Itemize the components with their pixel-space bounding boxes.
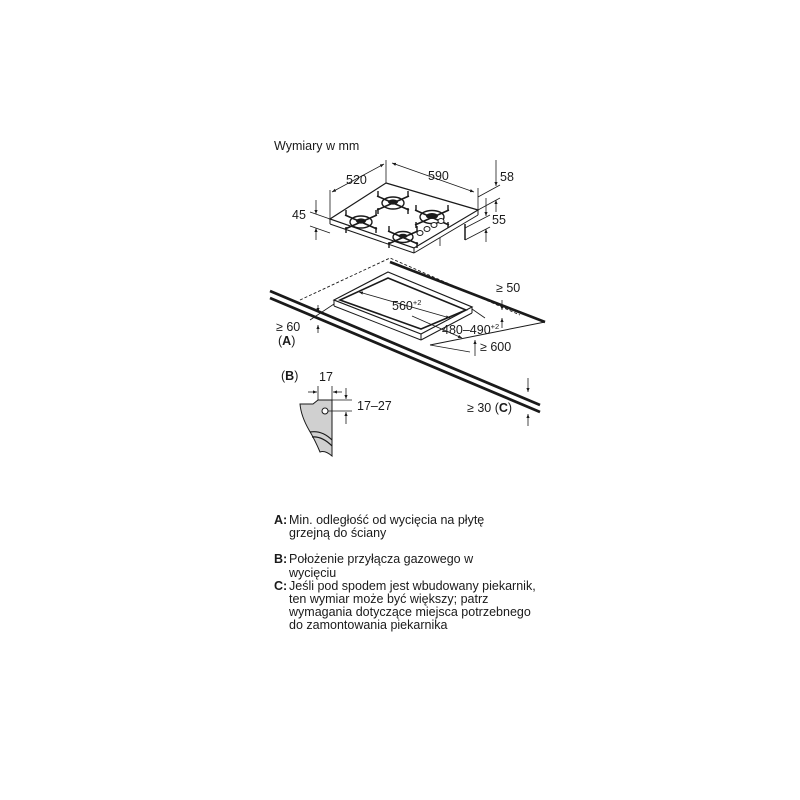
- worktop-dimension-lines: [309, 291, 530, 426]
- legend-text: Min. odległość od wycięcia na płytę grze…: [289, 513, 485, 541]
- burner-left: [344, 210, 378, 233]
- worktop-front-edge: [269, 289, 541, 407]
- dim-cutout-depth-label: 480–490+2: [442, 322, 499, 337]
- gas-connection-point: [321, 407, 329, 415]
- legend-text: Jeśli pod spodem jest wbudowany piekarni…: [289, 578, 536, 633]
- label-b: (B): [281, 369, 298, 383]
- burner-front: [387, 226, 419, 248]
- dim-min-front-label: ≥ 60: [276, 320, 300, 334]
- diagram-title: Wymiary w mm: [274, 139, 359, 153]
- dim-min-depth-label: ≥ 600: [480, 340, 511, 354]
- legend-key: A:: [274, 513, 288, 527]
- dim-min-side-label: ≥ 50: [496, 281, 520, 295]
- dim-unit-height-label: 55: [492, 213, 506, 227]
- dim-cutout-width-label: 560+2: [392, 298, 421, 313]
- dim-width-label: 520: [346, 173, 367, 187]
- burner-rear: [376, 191, 410, 214]
- worktop-right-edge: [389, 260, 546, 324]
- gas-connection-detail: [299, 386, 352, 458]
- legend-text: Położenie przyłącza gazowego w wycięciu: [289, 552, 474, 580]
- dim-gas-height-label: 17–27: [357, 399, 392, 413]
- control-knobs: [416, 218, 445, 236]
- dim-top-height-label: 58: [500, 170, 514, 184]
- legend-key: B:: [274, 552, 288, 567]
- legend-item-c: C: Jeśli pod spodem jest wbudowany pieka…: [274, 578, 574, 633]
- legend-item-b: B: Położenie przyłącza gazowego w wycięc…: [274, 552, 574, 580]
- legend-item-a: A: Min. odległość od wycięcia na płytę g…: [274, 513, 574, 541]
- dim-front-height-label: 45: [292, 208, 306, 222]
- dim-length-label: 590: [428, 169, 449, 183]
- hob-drawing: [328, 182, 480, 254]
- legend-key: C:: [274, 578, 288, 593]
- dim-gas-offset-label: 17: [319, 370, 333, 384]
- legend: A: Min. odległość od wycięcia na płytę g…: [274, 513, 574, 633]
- dim-min-bottom-label: ≥ 30 (C): [467, 401, 512, 415]
- hob-dimension-lines: [309, 160, 501, 242]
- label-a: (A): [278, 334, 295, 348]
